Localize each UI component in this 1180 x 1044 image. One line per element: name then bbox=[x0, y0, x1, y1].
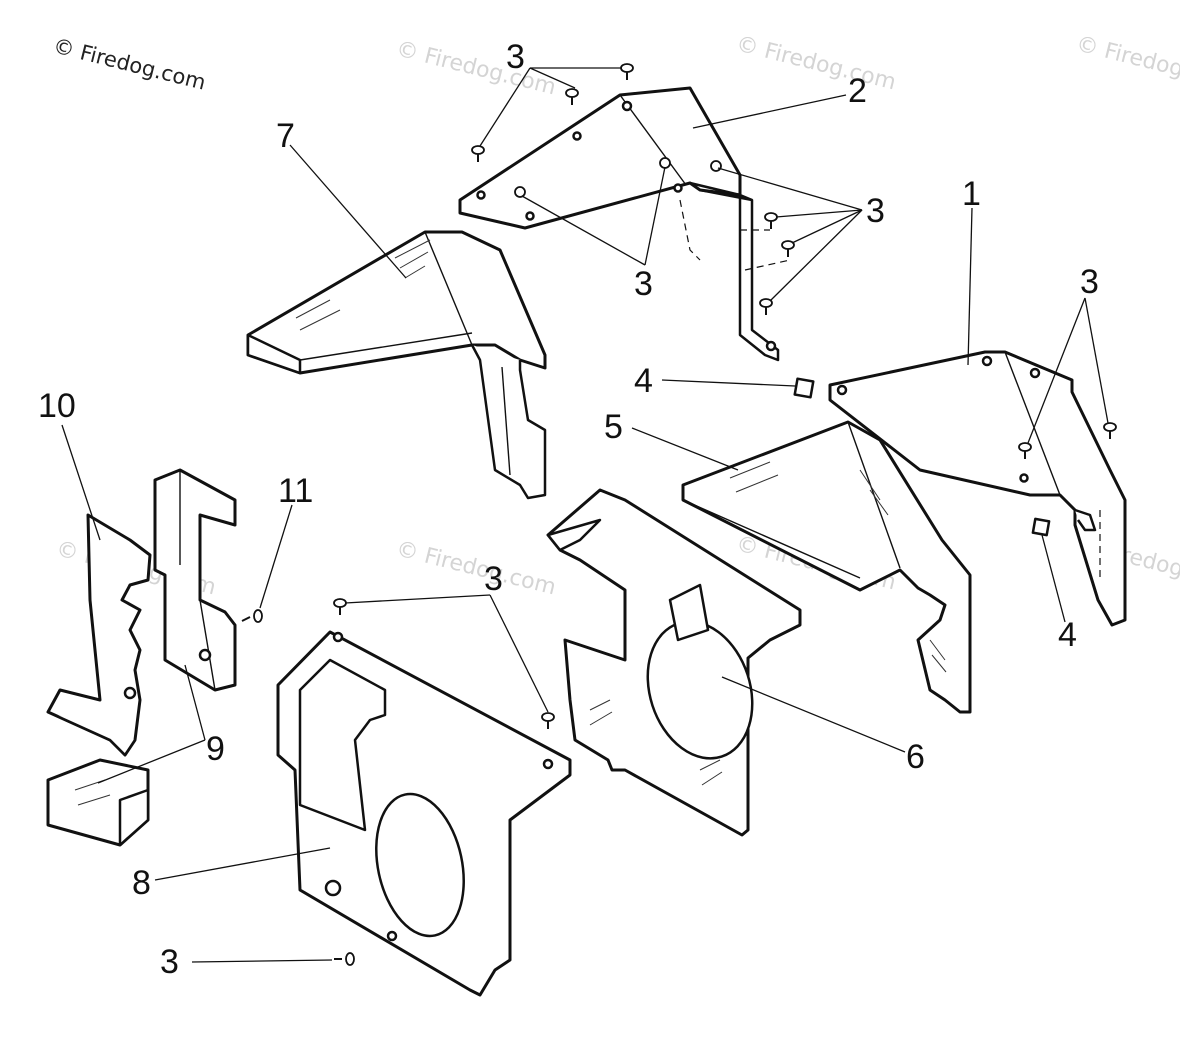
part-9-bracket bbox=[46, 468, 237, 847]
watermark-text: © Firedog.com bbox=[394, 537, 559, 601]
callout-3-right: 3 bbox=[866, 192, 885, 230]
part-8-front-housing-plate bbox=[276, 630, 572, 997]
callout-8: 8 bbox=[132, 864, 151, 902]
part-10-side-guard bbox=[46, 513, 152, 757]
part-4-clip-upper bbox=[793, 377, 815, 399]
part-1-right-bracket bbox=[828, 350, 1127, 627]
part-7-upper-left-shroud bbox=[246, 230, 547, 500]
screw-fasteners bbox=[241, 63, 1117, 966]
callout-9: 9 bbox=[206, 730, 225, 768]
callout-2: 2 bbox=[848, 72, 867, 110]
callout-6: 6 bbox=[906, 738, 925, 776]
callout-3-bottom: 3 bbox=[160, 943, 179, 981]
part-2-top-shroud bbox=[458, 86, 791, 362]
callout-3-mid: 3 bbox=[634, 265, 653, 303]
part-5-middle-shroud bbox=[681, 420, 972, 714]
callout-3-top: 3 bbox=[506, 38, 525, 76]
callout-4-upper: 4 bbox=[634, 362, 653, 400]
callout-3-far-right: 3 bbox=[1080, 263, 1099, 301]
callout-11: 11 bbox=[278, 472, 313, 510]
callout-1: 1 bbox=[962, 175, 981, 213]
watermark-text: © Firedog.com bbox=[734, 32, 899, 96]
callout-numbers: 3 2 7 1 3 3 3 4 10 5 11 3 4 9 6 8 3 bbox=[38, 38, 1099, 981]
callout-7: 7 bbox=[276, 117, 295, 155]
callout-5: 5 bbox=[604, 408, 623, 446]
part-4-clip-lower bbox=[1031, 517, 1051, 537]
callout-10: 10 bbox=[38, 387, 76, 425]
callout-4-lower: 4 bbox=[1058, 616, 1077, 654]
part-6-housing-plate bbox=[546, 488, 802, 837]
watermark-text: © Firedog.com bbox=[1074, 32, 1180, 96]
copyright-text: © Firedog.com bbox=[51, 34, 208, 95]
leader-lines bbox=[61, 67, 1109, 963]
callout-3-center: 3 bbox=[484, 560, 503, 598]
